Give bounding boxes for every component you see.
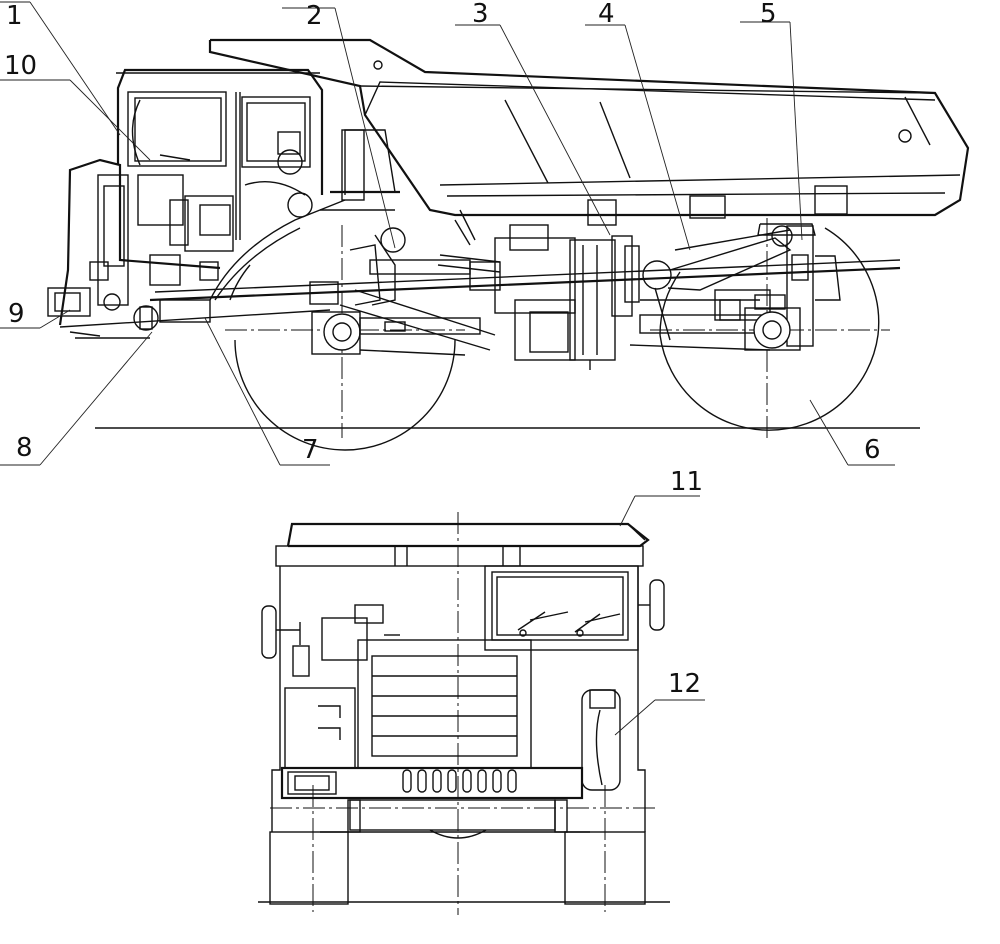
chassis-frame <box>59 255 901 328</box>
callout-12: 12 <box>668 669 701 699</box>
callout-2: 2 <box>306 1 323 31</box>
callout-10: 10 <box>4 51 37 81</box>
callout-9: 9 <box>8 299 25 329</box>
side-view <box>0 1 970 466</box>
callout-7: 7 <box>302 435 319 465</box>
callout-4: 4 <box>598 0 615 29</box>
callout-8: 8 <box>16 433 33 463</box>
callout-1: 1 <box>6 1 23 31</box>
engine-bay <box>47 129 406 339</box>
side-view-leaders <box>0 1 895 466</box>
cab <box>116 68 324 240</box>
callout-5: 5 <box>760 0 777 29</box>
front-wheel <box>225 225 465 451</box>
callout-6: 6 <box>864 435 881 465</box>
rear-wheel <box>650 218 890 438</box>
transmission <box>437 209 640 370</box>
callout-labels: 1 10 2 3 4 5 9 8 7 6 11 12 <box>4 0 881 699</box>
callout-3: 3 <box>472 0 489 29</box>
bumper-vents <box>402 769 517 793</box>
front-view <box>258 495 705 915</box>
dump-body <box>208 38 970 226</box>
callout-11: 11 <box>670 467 703 497</box>
